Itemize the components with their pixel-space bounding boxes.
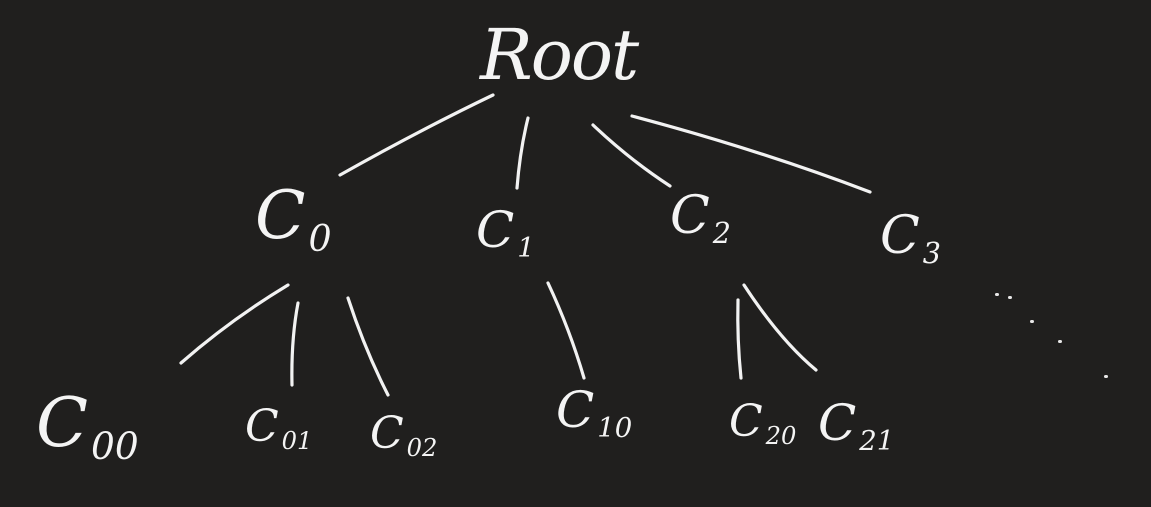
node-c2-subscript: 2 [712, 216, 731, 250]
edge-c2-c20 [736, 298, 743, 380]
node-c10-base: C [556, 381, 596, 439]
node-c00-subscript: 00 [91, 424, 139, 469]
node-c1-subscript: 1 [517, 231, 535, 264]
node-c21-subscript: 21 [859, 424, 895, 457]
node-c1-base: C [476, 201, 516, 259]
node-c3-subscript: 3 [922, 236, 941, 270]
node-c10: C10 [556, 385, 632, 442]
node-c01-subscript: 01 [281, 427, 313, 456]
ellipsis-dot [1058, 340, 1062, 343]
edge-c0-c01 [290, 301, 300, 387]
node-c2-base: C [670, 186, 711, 246]
ellipsis-dot [1030, 320, 1034, 323]
node-c20: C20 [729, 400, 796, 449]
ellipsis-dot [995, 293, 999, 296]
node-c01-base: C [245, 401, 280, 452]
edge-c1-c10 [546, 281, 586, 380]
node-c00: C00 [36, 390, 139, 465]
node-c00-base: C [36, 384, 90, 463]
node-c21-base: C [818, 394, 858, 452]
node-c0-base: C [255, 177, 307, 254]
edge-root-c0 [338, 93, 495, 177]
node-c20-base: C [729, 396, 764, 447]
node-c3-base: C [880, 206, 921, 266]
node-c1: C1 [476, 205, 535, 262]
node-c10-subscript: 10 [597, 411, 633, 444]
edge-c2-c21 [742, 283, 818, 372]
edge-c0-c00 [179, 283, 290, 365]
edge-c0-c02 [346, 296, 390, 397]
node-root: Root [480, 20, 639, 90]
node-c02-subscript: 02 [406, 434, 438, 463]
node-c2: C2 [670, 190, 731, 248]
node-c0-subscript: 0 [308, 216, 332, 260]
ellipsis-dot [1008, 296, 1012, 299]
ellipsis-dot [1104, 375, 1108, 378]
edge-root-c3 [630, 114, 872, 194]
node-c21: C21 [818, 398, 894, 455]
edge-root-c1 [515, 116, 530, 190]
node-c02-base: C [370, 408, 405, 459]
node-c20-subscript: 20 [765, 422, 797, 451]
node-c0: C0 [255, 183, 332, 257]
node-c01: C01 [245, 405, 312, 454]
node-c02: C02 [370, 412, 437, 461]
node-c3: C3 [880, 210, 941, 268]
edge-root-c2 [591, 123, 672, 188]
node-root-label: Root [480, 14, 639, 96]
